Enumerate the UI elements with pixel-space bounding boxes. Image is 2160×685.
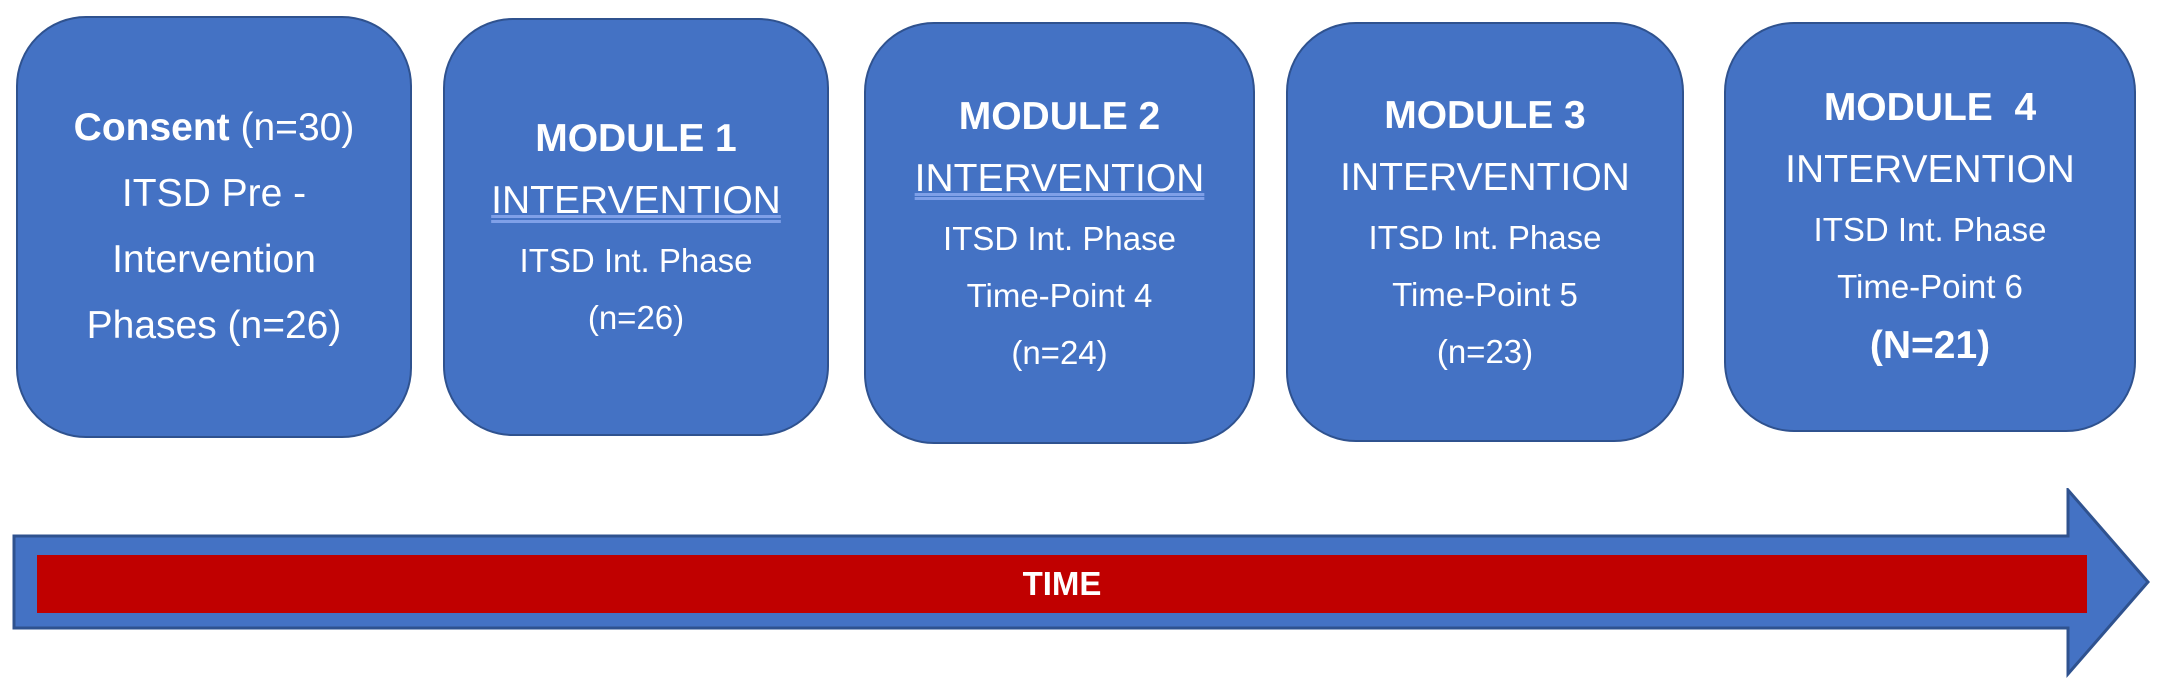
module-title: MODULE 2 <box>958 94 1161 138</box>
box-line-part: Consent <box>73 106 230 149</box>
sample-size: (N=21) <box>1869 324 1991 367</box>
phase-label: ITSD Int. Phase <box>1813 211 2047 248</box>
intervention-label: INTERVENTION <box>1785 148 2075 191</box>
intervention-label: INTERVENTION <box>1340 155 1630 199</box>
sample-size: (n=23) <box>1436 332 1534 370</box>
box-line-part: (n=30) <box>229 106 355 149</box>
module-1-box: MODULE 1 INTERVENTION ITSD Int. Phase (n… <box>443 18 829 436</box>
module-3-box: MODULE 3 INTERVENTION ITSD Int. Phase Ti… <box>1286 22 1684 442</box>
sample-size: (n=24) <box>1011 333 1108 371</box>
consent-phase-box: Consent (n=30) ITSD Pre - Intervention P… <box>16 16 412 438</box>
box-line: Intervention <box>112 238 316 281</box>
module-4-box: MODULE 4 INTERVENTION ITSD Int. Phase Ti… <box>1724 22 2136 432</box>
sample-size: (n=26) <box>587 299 685 336</box>
box-line: ITSD Pre - <box>121 172 307 215</box>
module-2-box: MODULE 2 INTERVENTION ITSD Int. Phase Ti… <box>864 22 1255 444</box>
time-point-label: Time-Point 6 <box>1837 268 2023 305</box>
intervention-label: INTERVENTION <box>491 179 781 222</box>
box-line: Phases (n=26) <box>86 304 342 347</box>
time-arrow-shape <box>12 488 2150 679</box>
phase-label: ITSD Int. Phase <box>519 242 753 279</box>
module-title: MODULE 1 <box>535 117 737 160</box>
box-line: Consent (n=30) <box>74 95 355 161</box>
phase-label: ITSD Int. Phase <box>1368 218 1602 256</box>
time-label: TIME <box>1022 565 1102 602</box>
time-band <box>37 555 2087 613</box>
time-point-label: Time-Point 5 <box>1392 275 1578 313</box>
time-arrow: TIME <box>0 488 2160 685</box>
intervention-label: INTERVENTION <box>914 156 1205 200</box>
phase-label: ITSD Int. Phase <box>943 219 1176 257</box>
time-point-label: Time-Point 4 <box>966 276 1153 314</box>
module-title: MODULE 4 <box>1823 86 2037 129</box>
module-title: MODULE 3 <box>1384 93 1586 137</box>
